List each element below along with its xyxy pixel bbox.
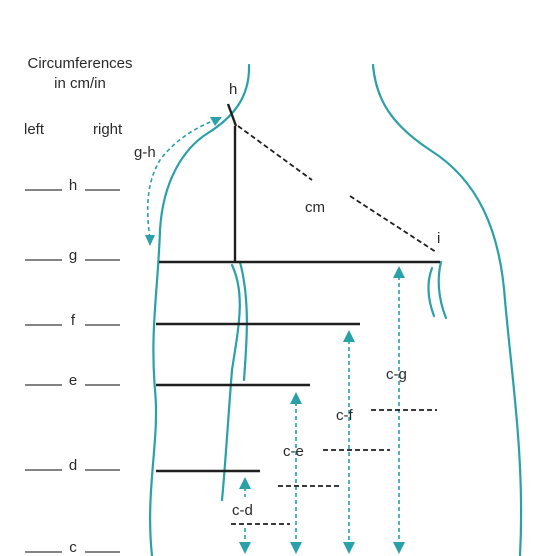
arm-right-inner-outline — [428, 268, 434, 316]
c-f-arrowhead-bottom — [343, 542, 355, 554]
point-label-h: h — [229, 81, 237, 98]
g-h-arrowhead-bottom — [145, 235, 155, 246]
level-row-f: f — [25, 312, 120, 329]
c-d-arrowhead-bottom — [239, 542, 251, 554]
cm-dashed-line-lower — [350, 196, 436, 252]
label-c-e: c-e — [283, 443, 304, 460]
header-title-line1: Circumferences — [27, 55, 132, 72]
level-row-d: d — [25, 457, 120, 474]
left-column-label: left — [24, 121, 45, 138]
arm-left-inner-outline-2 — [240, 262, 247, 380]
point-label-i: i — [437, 230, 440, 247]
level-row-e: e — [25, 372, 120, 389]
label-c-f: c-f — [336, 407, 353, 424]
level-row-c: c — [25, 539, 120, 556]
arm-right-inner-outline-2 — [439, 262, 446, 318]
level-label-d: d — [69, 457, 77, 474]
header-title-line2: in cm/in — [54, 75, 106, 92]
level-label-g: g — [69, 247, 77, 264]
body-outline — [150, 65, 521, 556]
cm-dashed-line-upper — [238, 126, 312, 180]
label-c-g: c-g — [386, 366, 407, 383]
level-row-h: h — [25, 177, 120, 194]
label-c-d: c-d — [232, 502, 253, 519]
arm-left-inner-outline — [222, 265, 240, 500]
c-e-arrowhead-top — [290, 392, 302, 404]
level-label-e: e — [69, 372, 77, 389]
c-d-arrowhead-top — [239, 477, 251, 489]
c-e-arrowhead-bottom — [290, 542, 302, 554]
label-cm: cm — [305, 199, 325, 216]
g-h-arrow-curve — [148, 120, 215, 238]
level-row-g: g — [25, 247, 120, 264]
level-label-c: c — [69, 539, 77, 556]
c-g-arrowhead-bottom — [393, 542, 405, 554]
c-g-arrowhead-top — [393, 266, 405, 278]
neck-right-outline — [373, 65, 521, 556]
c-f-arrowhead-top — [343, 330, 355, 342]
level-label-f: f — [71, 312, 76, 329]
right-column-label: right — [93, 121, 123, 138]
label-g-h: g-h — [134, 144, 156, 161]
level-label-h: h — [69, 177, 77, 194]
